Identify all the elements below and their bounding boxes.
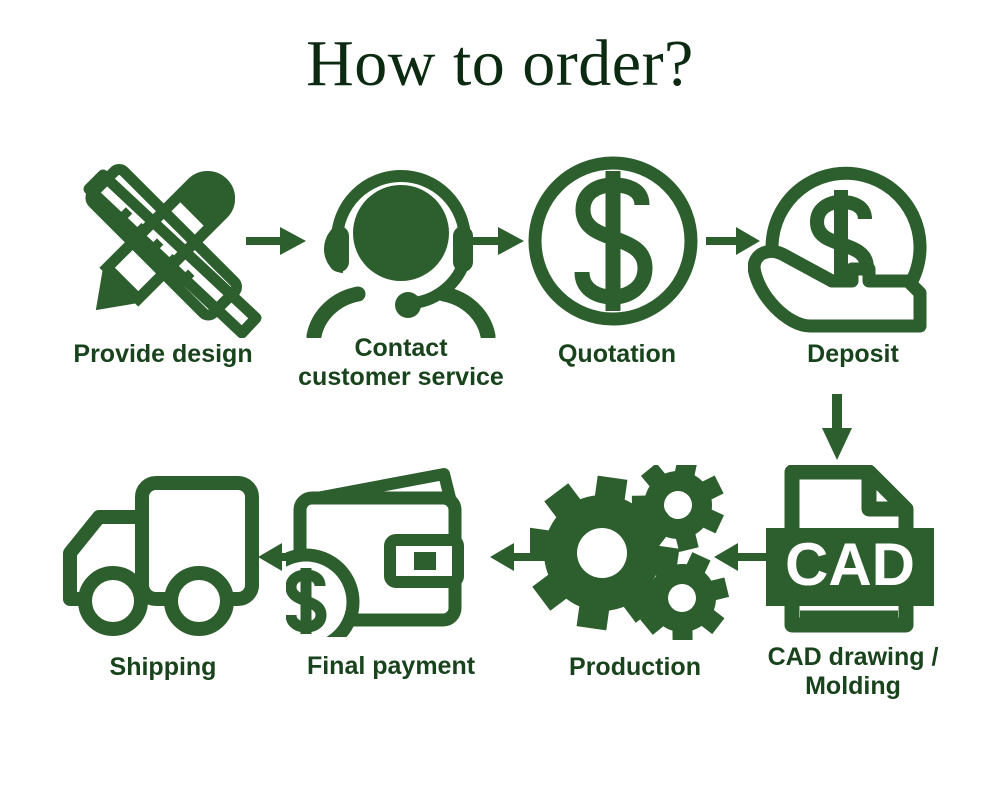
cad-badge-text: CAD [785, 531, 915, 598]
arrow-left-3 [256, 540, 314, 574]
arrow-right-1 [246, 224, 308, 258]
pencil-ruler-icon [58, 148, 268, 338]
wallet-coin-icon [286, 462, 496, 637]
step-shipping[interactable]: Shipping [58, 465, 268, 681]
step-label: Production [569, 653, 701, 681]
step-final-payment[interactable]: Final payment [286, 462, 496, 680]
arrow-left-1 [712, 540, 770, 574]
step-label: Provide design [73, 340, 253, 368]
arrow-right-2 [464, 224, 526, 258]
cad-file-icon: CAD [748, 465, 958, 640]
arrow-right-3 [706, 224, 762, 258]
hand-holding-coin-icon [748, 148, 958, 338]
step-label: Final payment [306, 652, 476, 680]
step-provide-design[interactable]: Provide design [58, 148, 268, 368]
page-title: How to order? [306, 27, 694, 100]
arrow-down-1 [820, 394, 854, 462]
step-label: Deposit [807, 340, 899, 368]
step-label: CAD drawing / Molding [767, 643, 939, 700]
delivery-truck-icon [58, 465, 268, 640]
step-cad-drawing-molding[interactable]: CAD CAD drawing / Molding [748, 465, 958, 700]
step-deposit[interactable]: Deposit [748, 148, 958, 368]
step-label: Contact customer service [298, 334, 504, 391]
arrow-left-2 [488, 540, 546, 574]
step-label: Quotation [557, 340, 677, 368]
dollar-coin-icon [512, 148, 722, 338]
step-production[interactable]: Production [530, 465, 740, 681]
gears-icon [530, 465, 740, 640]
step-quotation[interactable]: Quotation [512, 148, 722, 368]
step-label: Shipping [109, 653, 217, 681]
